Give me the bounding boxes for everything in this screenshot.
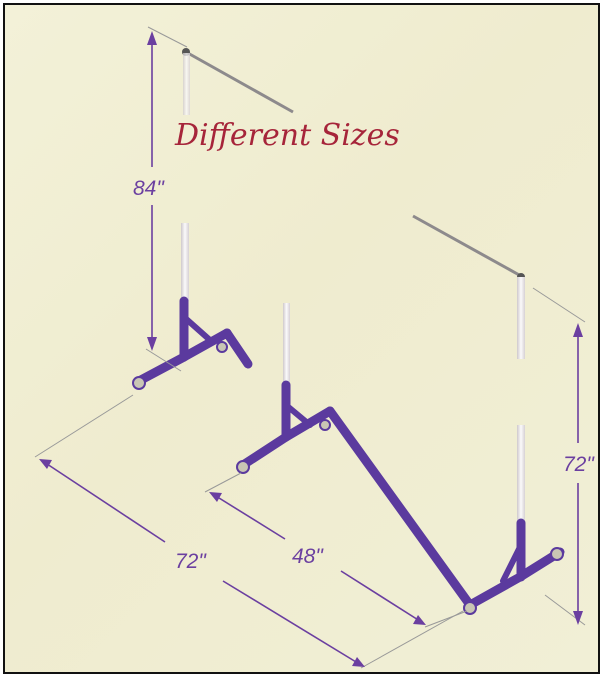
long-rack-right-pole (517, 425, 525, 523)
length-short-line-left (210, 492, 286, 540)
tall-rack-base (134, 296, 253, 386)
long-rack-caster (550, 547, 564, 561)
tall-rack-upper-pole (183, 53, 190, 115)
height-short-label: 72" (563, 453, 595, 476)
height-tall-ext-bottom (145, 348, 182, 372)
length-long-arrow-left (39, 459, 52, 469)
tall-rack-crossbar (185, 50, 294, 114)
long-rack (236, 214, 565, 615)
tall-rack (132, 48, 294, 390)
length-short-line-right (340, 570, 424, 624)
diagram-frame: Different Sizes (3, 3, 600, 674)
long-rack-right-upper-pole (517, 277, 525, 359)
long-rack-base (238, 380, 565, 610)
length-short-ext-left (204, 472, 242, 493)
long-rack-left-pole (283, 303, 290, 385)
tall-rack-caster (132, 376, 146, 390)
long-rack-crossbar (412, 214, 522, 278)
length-short-label: 48" (292, 545, 324, 568)
length-long-line-left (40, 459, 166, 543)
garment-rack-diagram: Different Sizes (34, 26, 595, 669)
length-short-arrow-right (413, 615, 426, 625)
dimension-lines (34, 26, 586, 669)
length-short-ext-right (424, 610, 468, 628)
length-long-line-right (222, 580, 362, 666)
long-rack-caster (236, 460, 250, 474)
length-long-arrow-right (352, 657, 365, 667)
long-rack-caster (319, 419, 331, 431)
length-long-label: 72" (175, 550, 207, 573)
height-short-ext-top (532, 287, 586, 323)
title: Different Sizes (174, 118, 400, 153)
tall-rack-caster (216, 341, 228, 353)
length-short-arrow-left (209, 492, 222, 502)
tall-rack-pole (181, 223, 189, 301)
length-long-ext-left (34, 394, 134, 458)
height-tall-label: 84" (133, 177, 165, 200)
length-long-ext-right (360, 610, 464, 669)
height-tall-ext-top (147, 26, 188, 48)
height-tall-arrow-top (147, 31, 157, 45)
height-short-arrow-top (573, 323, 583, 337)
long-rack-caster (463, 601, 477, 615)
height-tall-arrow-bottom (147, 337, 157, 351)
height-short-arrow-bottom (573, 611, 583, 625)
